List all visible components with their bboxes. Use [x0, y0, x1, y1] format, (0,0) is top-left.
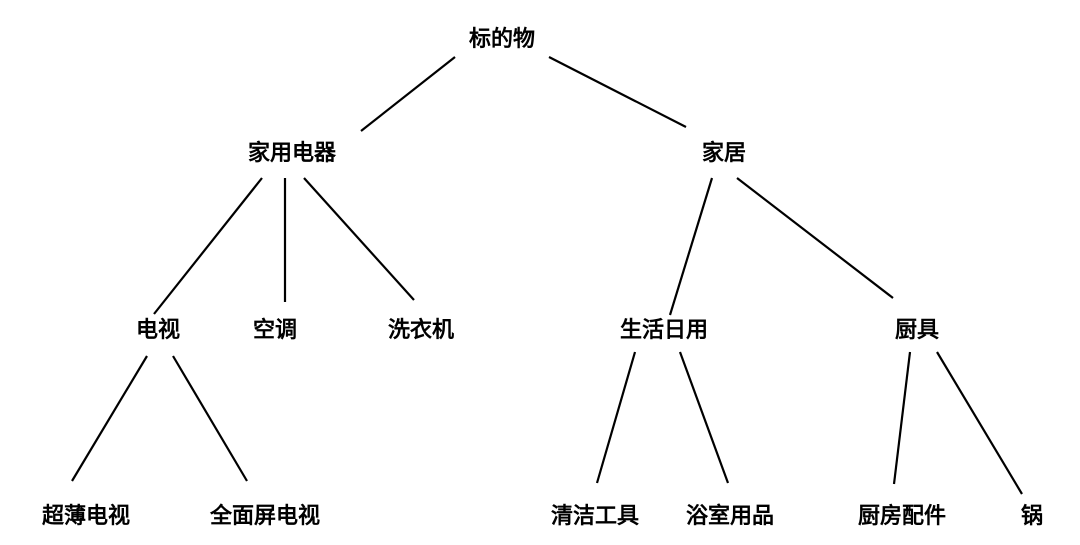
node-root: 标的物: [469, 26, 535, 52]
edge-home-furnishing-to-kitchenware: [736, 177, 894, 299]
edge-root-to-home-appliances: [360, 56, 456, 132]
node-home-furnishing: 家居: [702, 140, 746, 166]
node-daily-use: 生活日用: [620, 318, 708, 343]
tree-edges: [71, 56, 1023, 495]
node-kitchenware: 厨具: [895, 318, 939, 343]
node-washing-machine: 洗衣机: [388, 317, 454, 343]
edge-tv-to-ultrathin-tv: [71, 355, 148, 482]
edge-daily-use-to-bathroom-supplies: [678, 351, 730, 484]
node-ultrathin-tv: 超薄电视: [42, 503, 130, 529]
edge-root-to-home-furnishing: [548, 56, 687, 128]
edge-daily-use-to-cleaning-tools: [595, 351, 637, 484]
node-pot: 锅: [1021, 503, 1043, 529]
node-tv: 电视: [136, 317, 180, 343]
edge-tv-to-fullscreen-tv: [172, 355, 248, 482]
node-fullscreen-tv: 全面屏电视: [209, 503, 320, 529]
edge-home-appliances-to-tv: [153, 177, 263, 315]
edge-home-furnishing-to-daily-use: [668, 177, 714, 316]
edge-home-appliances-to-washing-machine: [303, 177, 415, 301]
edge-kitchenware-to-kitchen-accessories: [892, 351, 912, 485]
node-home-appliances: 家用电器: [248, 140, 337, 166]
node-kitchen-accessories: 厨房配件: [858, 503, 946, 529]
node-bathroom-supplies: 浴室用品: [686, 503, 774, 529]
edge-kitchenware-to-pot: [936, 351, 1023, 495]
node-cleaning-tools: 清洁工具: [551, 503, 639, 529]
tree-nodes: 标的物 家用电器 家居 电视 空调 洗衣机 生活日用 厨具 超薄电视 全面屏电视…: [42, 26, 1043, 529]
node-air-conditioner: 空调: [253, 317, 297, 343]
